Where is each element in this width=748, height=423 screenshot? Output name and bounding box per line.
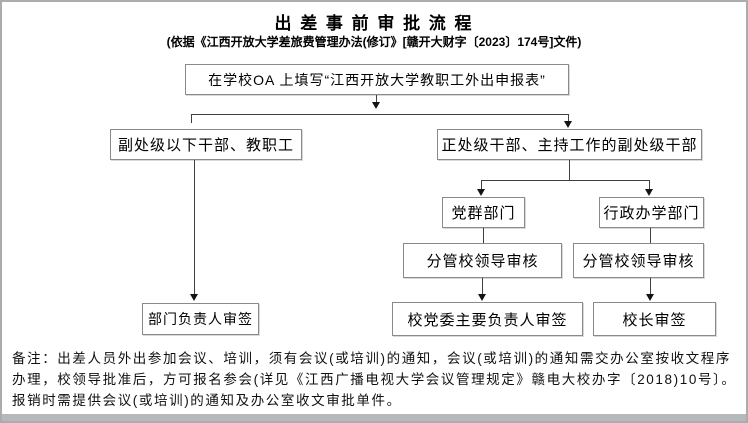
connector-party-drop: [481, 181, 482, 190]
bottom-edge-bar: [2, 414, 746, 421]
connector-review-left-down: [482, 278, 483, 295]
node-admin-dept: 行政办学部门: [599, 197, 704, 228]
connector-party-review: [483, 228, 484, 243]
note-line-2: 办理，校领导批准后，方可报名参会(详见《江西广播电视大学会议管理规定》赣电大校办…: [12, 372, 737, 387]
node-president-sign: 校长审签: [593, 302, 716, 336]
connector-split-horizontal: [191, 114, 569, 115]
note-line-3: 报销时需提供会议(或培训)的通知及办公室收文审批单件。: [12, 393, 402, 408]
connector-right-down: [569, 160, 570, 181]
node-dept-head-sign: 部门负责人审签: [142, 303, 259, 335]
arrowhead-left-long-icon: [190, 294, 198, 301]
node-party-committee-sign: 校党委主要负责人审签: [392, 302, 583, 336]
page-title: 出 差 事 前 审 批 流 程: [274, 14, 474, 33]
arrowhead-start-icon: [372, 102, 380, 109]
note-line-1: 备注：出差人员外出参加会议、培训，须有会议(或培训)的通知，会议(或培训)的通知…: [12, 351, 731, 366]
connector-admin-drop: [649, 181, 650, 190]
connector-start-down: [376, 95, 377, 104]
arrowhead-admin-icon: [645, 189, 653, 196]
node-deputy-level-staff: 副处级以下干部、教职工: [110, 129, 302, 160]
arrowhead-review-right-icon: [646, 294, 654, 301]
arrowhead-party-icon: [477, 189, 485, 196]
arrowhead-split-right-icon: [564, 121, 572, 128]
connector-left-long: [194, 160, 195, 295]
node-leader-review-right: 分管校领导审核: [573, 243, 704, 278]
node-division-level-cadres: 正处级干部、主持工作的副处级干部: [437, 129, 702, 160]
page-subtitle: (依据《江西开放大学差旅费管理办法(修订》[赣开大财字〔2023〕174号]文件…: [166, 35, 582, 49]
connector-review-right-down: [650, 278, 651, 295]
connector-split-left-tick: [191, 115, 192, 123]
connector-right-horizontal: [481, 180, 650, 181]
node-leader-review-left: 分管校领导审核: [403, 243, 562, 278]
connector-admin-review: [650, 228, 651, 243]
arrowhead-review-left-icon: [478, 294, 486, 301]
node-start: 在学校OA 上填写“江西开放大学教职工外出申报表”: [185, 64, 569, 95]
node-party-dept: 党群部门: [442, 197, 525, 228]
connector-split-right-drop: [568, 115, 569, 122]
